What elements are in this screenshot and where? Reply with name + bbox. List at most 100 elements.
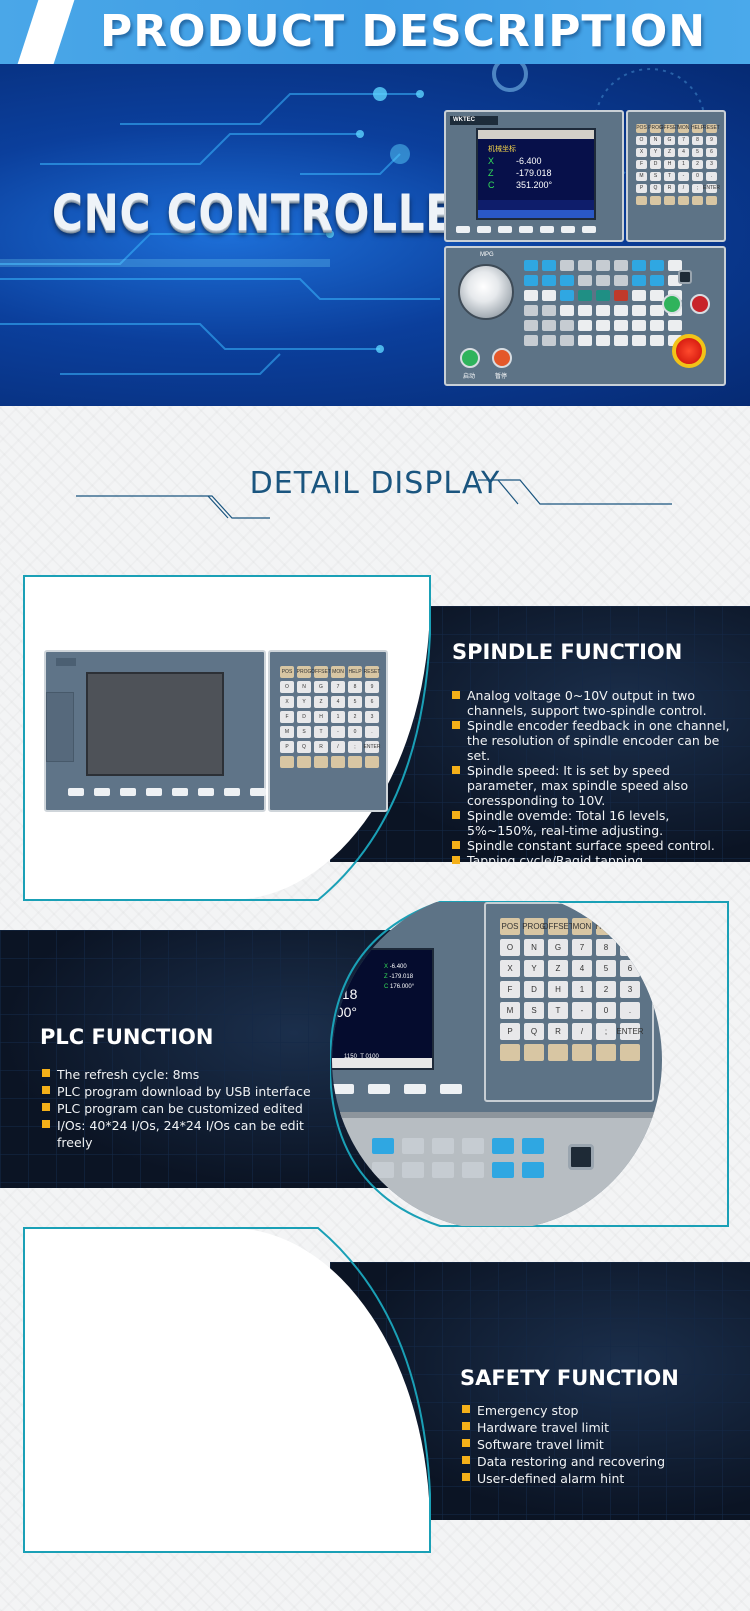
navigation-key[interactable] — [650, 196, 661, 205]
keypad-key[interactable]: 8 — [348, 681, 362, 693]
keypad-key[interactable]: 4 — [678, 148, 689, 157]
keypad-key[interactable]: F — [636, 160, 647, 169]
keypad-key[interactable]: - — [331, 726, 345, 738]
keypad-key[interactable]: / — [331, 741, 345, 753]
cycle-start-button[interactable] — [460, 348, 480, 368]
keypad-key[interactable]: G — [314, 681, 328, 693]
navigation-key[interactable] — [280, 756, 294, 768]
power-on-button[interactable] — [662, 294, 682, 314]
navigation-key[interactable] — [524, 1044, 544, 1061]
keypad-key[interactable]: 9 — [706, 136, 717, 145]
keypad-key[interactable]: X — [636, 148, 647, 157]
keypad-key[interactable]: T — [314, 726, 328, 738]
keypad-key[interactable]: 7 — [331, 681, 345, 693]
keypad-key[interactable]: ENTER — [703, 184, 720, 193]
keypad-key[interactable]: PROG — [522, 918, 546, 935]
keypad-key[interactable]: POS — [636, 124, 647, 133]
keypad-key[interactable]: R — [664, 184, 675, 193]
keypad-key[interactable]: OFFSET — [659, 124, 680, 133]
keypad-key[interactable]: 1 — [572, 981, 592, 998]
keypad-key[interactable]: X — [500, 960, 520, 977]
keypad-key[interactable]: 7 — [572, 939, 592, 956]
keypad-key[interactable]: OFFSET — [311, 666, 331, 678]
navigation-key[interactable] — [572, 1044, 592, 1061]
keypad-key[interactable]: Y — [524, 960, 544, 977]
keypad-key[interactable]: G — [664, 136, 675, 145]
keypad-key[interactable]: . — [706, 172, 717, 181]
keypad-key[interactable]: - — [678, 172, 689, 181]
keypad-key[interactable]: - — [572, 1002, 592, 1019]
navigation-key[interactable] — [664, 196, 675, 205]
keypad-key[interactable]: POS — [500, 918, 520, 935]
keypad-key[interactable]: PROG — [648, 124, 663, 133]
keypad-key[interactable]: D — [297, 711, 311, 723]
keypad-key[interactable]: 2 — [596, 981, 616, 998]
keypad-key[interactable]: T — [664, 172, 675, 181]
keypad-key[interactable]: POS — [280, 666, 294, 678]
keypad-key[interactable]: 1 — [331, 711, 345, 723]
keypad-key[interactable]: / — [678, 184, 689, 193]
keypad-key[interactable]: PROG — [297, 666, 311, 678]
power-off-button[interactable] — [690, 294, 710, 314]
keypad-key[interactable]: H — [314, 711, 328, 723]
keypad-key[interactable]: 2 — [692, 160, 703, 169]
keypad-key[interactable]: Q — [524, 1023, 544, 1040]
keypad-key[interactable]: Y — [297, 696, 311, 708]
keypad-key[interactable]: R — [548, 1023, 568, 1040]
key-switch[interactable] — [678, 270, 692, 284]
feed-hold-button[interactable] — [492, 348, 512, 368]
keypad-key[interactable]: ; — [348, 741, 362, 753]
keypad-key[interactable]: R — [314, 741, 328, 753]
navigation-key[interactable] — [500, 1044, 520, 1061]
keypad-key[interactable]: 4 — [331, 696, 345, 708]
keypad-key[interactable]: / — [572, 1023, 592, 1040]
keypad-key[interactable]: MON — [677, 124, 690, 133]
keypad-key[interactable]: 9 — [365, 681, 379, 693]
keypad-key[interactable]: 6 — [365, 696, 379, 708]
keypad-key[interactable]: 3 — [620, 981, 640, 998]
keypad-key[interactable]: Q — [297, 741, 311, 753]
keypad-key[interactable]: G — [548, 939, 568, 956]
keypad-key[interactable]: 5 — [348, 696, 362, 708]
keypad-key[interactable]: Y — [650, 148, 661, 157]
navigation-key[interactable] — [706, 196, 717, 205]
keypad-key[interactable]: 2 — [348, 711, 362, 723]
keypad-key[interactable]: N — [524, 939, 544, 956]
keypad-key[interactable]: 4 — [572, 960, 592, 977]
keypad-key[interactable]: H — [664, 160, 675, 169]
keypad-key[interactable]: P — [500, 1023, 520, 1040]
navigation-key[interactable] — [678, 196, 689, 205]
keypad-key[interactable]: MON — [331, 666, 345, 678]
keypad-key[interactable]: 8 — [692, 136, 703, 145]
keypad-key[interactable]: HELP — [690, 124, 705, 133]
keypad-key[interactable]: 5 — [692, 148, 703, 157]
keypad-key[interactable]: Z — [664, 148, 675, 157]
emergency-stop-button[interactable] — [672, 334, 706, 368]
keypad-key[interactable]: 1 — [678, 160, 689, 169]
keypad-key[interactable]: OFFSET — [542, 918, 574, 935]
keypad-key[interactable]: ; — [596, 1023, 616, 1040]
navigation-key[interactable] — [620, 1044, 640, 1061]
keypad-key[interactable]: 3 — [706, 160, 717, 169]
keypad-key[interactable]: O — [500, 939, 520, 956]
navigation-key[interactable] — [314, 756, 328, 768]
keypad-key[interactable]: X — [280, 696, 294, 708]
keypad-key[interactable]: MON — [572, 918, 592, 935]
keypad-key[interactable]: T — [548, 1002, 568, 1019]
navigation-key[interactable] — [692, 196, 703, 205]
keypad-key[interactable]: S — [524, 1002, 544, 1019]
keypad-key[interactable]: F — [500, 981, 520, 998]
keypad-key[interactable]: 6 — [706, 148, 717, 157]
keypad-key[interactable]: S — [297, 726, 311, 738]
keypad-key[interactable]: 5 — [596, 960, 616, 977]
keypad-key[interactable]: 8 — [596, 939, 616, 956]
keypad-key[interactable]: N — [650, 136, 661, 145]
keypad-key[interactable]: M — [500, 1002, 520, 1019]
keypad-key[interactable]: Z — [314, 696, 328, 708]
keypad-key[interactable]: ENTER — [364, 741, 380, 753]
keypad-key[interactable]: P — [280, 741, 294, 753]
keypad-key[interactable]: 0 — [348, 726, 362, 738]
keypad-key[interactable]: 7 — [678, 136, 689, 145]
keypad-key[interactable]: 0 — [692, 172, 703, 181]
navigation-key[interactable] — [596, 1044, 616, 1061]
